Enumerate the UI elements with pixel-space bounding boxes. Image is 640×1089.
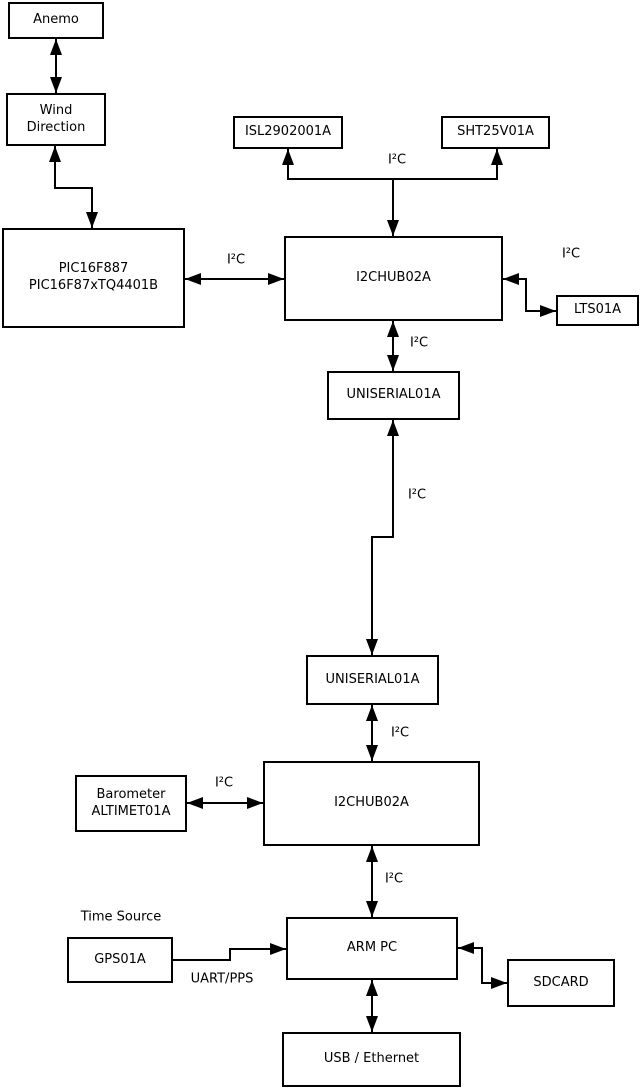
node-sht25v01a-label: SHT25V01A [457,124,534,140]
node-uniserial01a-1: UNISERIAL01A [327,371,460,420]
node-anemo: Anemo [8,2,104,39]
edge-label-i2c-uniserial2-hub2: I²C [390,725,410,741]
node-uniserial01a-2: UNISERIAL01A [306,655,439,705]
node-isl2902001a: ISL2902001A [233,116,343,149]
edge-label-i2c-hub1-lts: I²C [561,246,581,262]
node-sdcard: SDCARD [507,959,615,1007]
edge-label-uart-pps: UART/PPS [190,971,254,987]
node-sht25v01a: SHT25V01A [441,116,550,149]
node-gps01a-label: GPS01A [94,951,146,967]
node-uniserial01a-2-label: UNISERIAL01A [325,671,420,687]
edge-wind-pic [49,146,98,228]
node-lts01a-label: LTS01A [573,302,622,318]
edge-label-i2c-uniserial-link: I²C [407,487,427,503]
node-uniserial01a-1-label: UNISERIAL01A [346,387,441,403]
node-pic16f887-label-line2: PIC16F87xTQ4401B [28,278,159,293]
node-arm-pc: ARM PC [286,917,458,980]
node-i2chub02a-1-label: I2CHUB02A [356,270,431,286]
node-lts01a: LTS01A [556,295,639,326]
node-anemo-label: Anemo [33,12,79,28]
node-wind-direction: Wind Direction [6,93,106,146]
node-wind-direction-label-line1: Wind [39,102,73,118]
node-barometer-altimet01a: Barometer ALTIMET01A [75,775,187,832]
node-gps01a: GPS01A [67,937,173,983]
edge-label-time-source: Time Source [80,909,162,925]
node-usb-ethernet: USB / Ethernet [282,1032,461,1087]
edge-label-i2c-barometer-hub2: I²C [214,775,234,791]
node-barometer-label-line2: ALTIMET01A [91,803,171,819]
node-i2chub02a-1: I2CHUB02A [284,236,503,321]
edge-gps-armpc [173,943,286,961]
node-isl2902001a-label: ISL2902001A [244,124,332,140]
node-pic16f887: PIC16F887 PIC16F87xTQ4401B [2,228,185,328]
node-i2chub02a-2-label: I2CHUB02A [334,795,409,811]
node-pic16f887-label-line1: PIC16F887 [58,261,129,277]
node-arm-pc-label: ARM PC [346,940,398,956]
edge-hub1-lts [503,273,556,317]
edge-label-i2c-hub1-sensors: I²C [387,152,407,168]
node-usb-ethernet-label: USB / Ethernet [323,1051,420,1067]
node-i2chub02a-2: I2CHUB02A [263,761,480,846]
node-barometer-label-line1: Barometer [96,786,166,802]
edge-armpc-sdcard [458,942,507,989]
edge-uniserial1-uniserial2 [366,420,399,655]
edge-label-i2c-hub2-armpc: I²C [384,871,404,887]
edge-label-i2c-hub1-uniserial1: I²C [409,335,429,351]
node-wind-direction-label-line2: Direction [26,119,86,135]
edge-label-i2c-pic-hub1: I²C [226,252,246,268]
node-sdcard-label: SDCARD [533,974,589,990]
